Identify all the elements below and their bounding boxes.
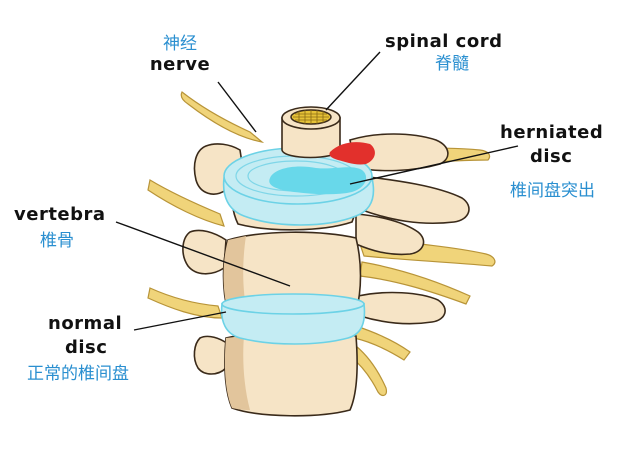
label-nerve-zh: 神经 xyxy=(163,34,197,54)
normal-disc-shape xyxy=(220,293,366,345)
herniation-bulge xyxy=(329,142,375,165)
leader-lines xyxy=(115,51,519,331)
label-spinal-cord-zh: 脊髓 xyxy=(435,54,469,74)
label-normal-disc-en-1: normal xyxy=(48,313,123,334)
label-normal-disc-en-2: disc xyxy=(65,337,108,358)
leader-normal-disc xyxy=(133,311,227,331)
nerve-root-upper-left xyxy=(180,91,265,143)
label-herniated-zh: 椎间盘突出 xyxy=(510,181,595,201)
leader-vertebra xyxy=(115,221,291,287)
label-herniated-en-2: disc xyxy=(530,146,573,167)
label-spinal-cord-en: spinal cord xyxy=(385,31,503,52)
leader-spinal-cord xyxy=(325,51,381,111)
nerve-root-middle-right-b xyxy=(359,261,471,305)
leader-nerve xyxy=(217,81,257,133)
leader-herniated-disc xyxy=(349,145,519,185)
bone-processes xyxy=(182,133,470,375)
herniated-disc-shape xyxy=(222,147,375,226)
nerve-root-lower-left xyxy=(147,287,223,319)
nerve-root-middle-left xyxy=(147,179,225,227)
spinal-cord-shape xyxy=(281,106,341,159)
label-herniated-en-1: herniated xyxy=(500,122,604,143)
label-vertebra-zh: 椎骨 xyxy=(40,231,74,251)
nerve-root-lower-right-a xyxy=(353,325,411,361)
label-vertebra-en: vertebra xyxy=(14,204,106,225)
label-normal-disc-zh: 正常的椎间盘 xyxy=(27,364,129,384)
label-nerve-en: nerve xyxy=(149,54,211,75)
bone-shading xyxy=(223,236,250,410)
nerve-root-lower-right-b xyxy=(349,345,387,397)
